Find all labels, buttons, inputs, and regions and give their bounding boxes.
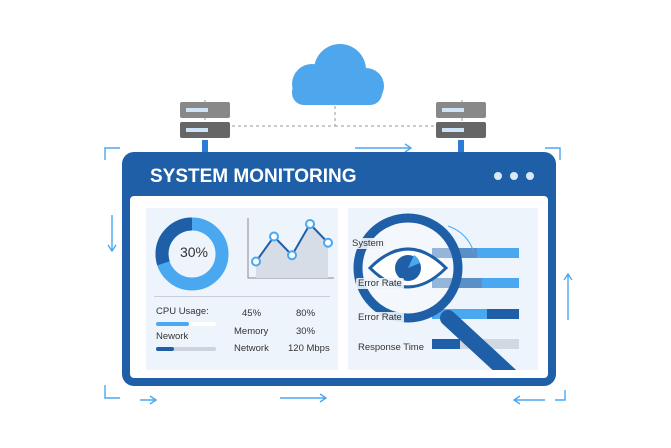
donut-chart: [155, 217, 229, 291]
row-label: System: [350, 238, 386, 249]
cpu-usage-label: CPU Usage:: [156, 306, 209, 317]
line-point: [251, 256, 261, 267]
server-icon-left: [180, 102, 230, 152]
cloud-icon: [292, 44, 384, 105]
window-body: 30% CPU Usage: 45% 80% Nework Memory 30%…: [130, 196, 548, 378]
line-chart: [247, 218, 334, 279]
cpu-bar: [156, 322, 216, 326]
row-label: Response Time: [356, 342, 427, 353]
line-point: [305, 219, 315, 229]
magnifier-eye-icon: [353, 213, 517, 370]
window-dot[interactable]: [510, 172, 518, 180]
right-panel: System Error Rate Error Rate Response Ti…: [348, 208, 538, 370]
line-point: [287, 250, 297, 261]
left-panel: 30% CPU Usage: 45% 80% Nework Memory 30%…: [146, 208, 338, 370]
network-value: 120 Mbps: [288, 343, 330, 354]
window-dot[interactable]: [526, 172, 534, 180]
network-label: Nework: [156, 331, 189, 342]
donut-arc: [155, 217, 229, 291]
network-label-2: Network: [234, 343, 269, 354]
window-dot[interactable]: [494, 172, 502, 180]
line-point: [269, 231, 279, 242]
arrow-icons: [104, 143, 573, 405]
line-point: [323, 237, 333, 248]
row-label: Error Rate: [356, 312, 404, 323]
server-icon-right: [436, 102, 486, 152]
memory-label: Memory: [234, 326, 269, 337]
window-title: SYSTEM MONITORING: [150, 166, 357, 187]
cpu-value: 45%: [242, 308, 262, 319]
row-bars: [353, 213, 519, 370]
memory-value: 30%: [296, 326, 316, 337]
row-label: Error Rate: [356, 278, 404, 289]
network-bar: [156, 347, 216, 351]
cpu-value-2: 80%: [296, 308, 316, 319]
donut-label: 30%: [179, 244, 209, 260]
monitoring-window: SYSTEM MONITORING 30% CPU Usage: 45% 80%…: [122, 152, 556, 386]
